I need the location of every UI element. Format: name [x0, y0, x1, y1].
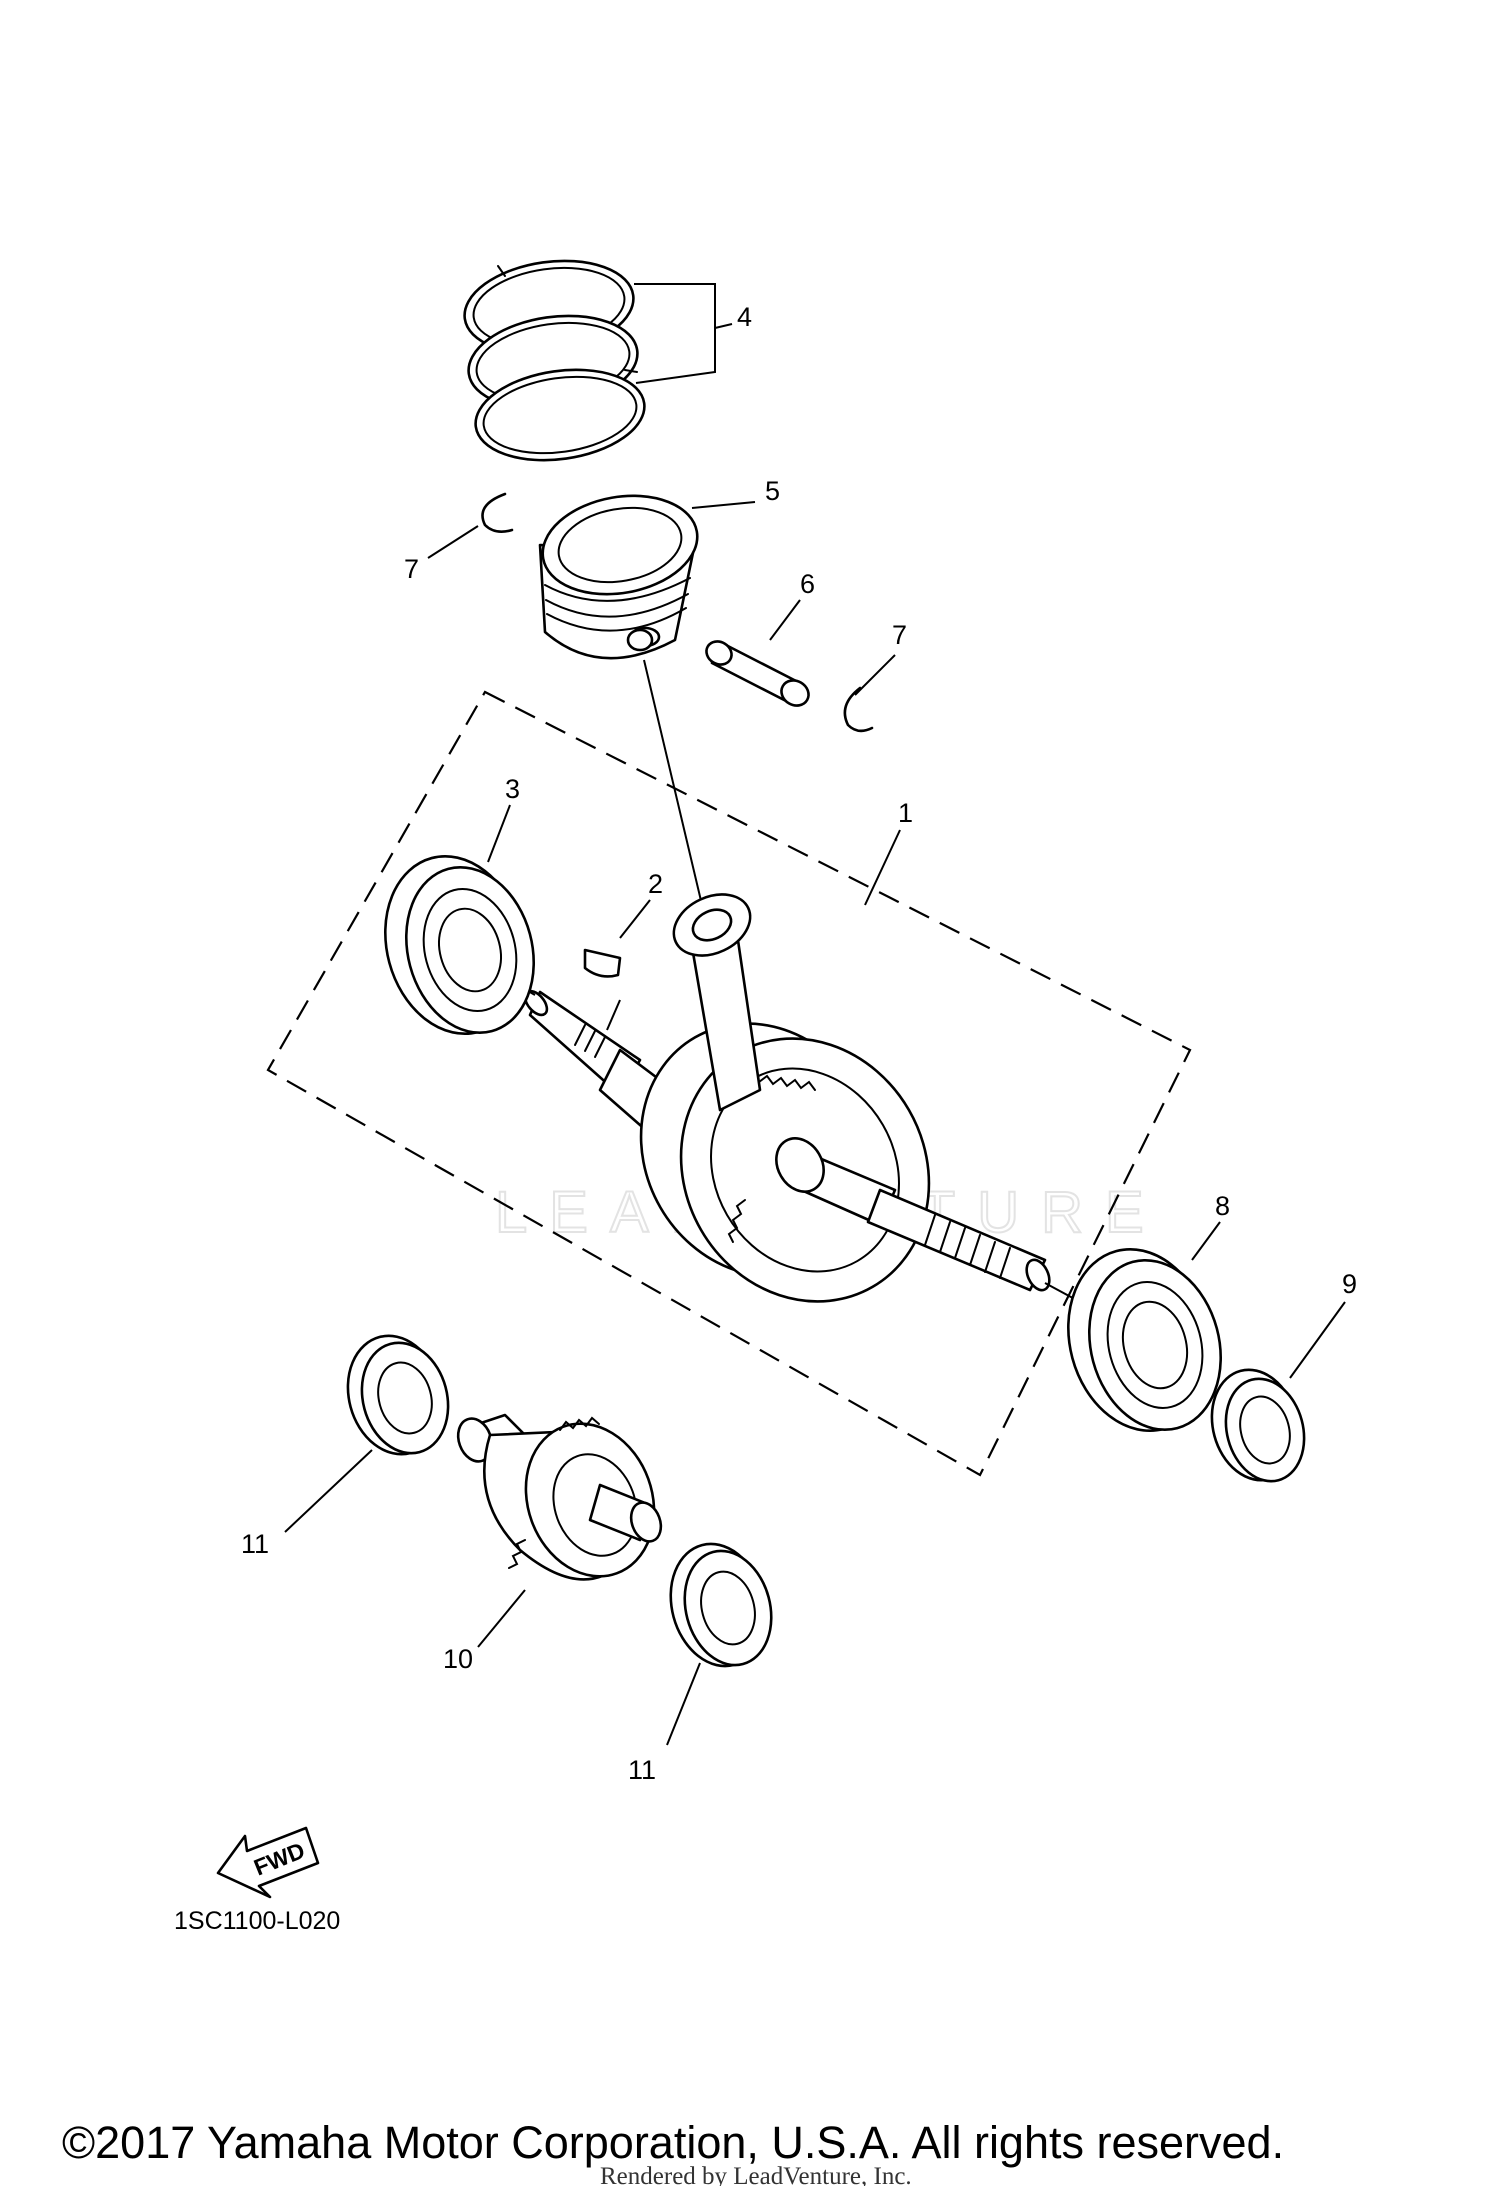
- leader-11b: [666, 1662, 701, 1746]
- oil-seal-part[interactable]: [1200, 1360, 1315, 1490]
- callout-7[interactable]: 7: [404, 554, 419, 584]
- leader-4: [714, 323, 733, 329]
- piston-pin-part[interactable]: [702, 637, 813, 710]
- leader-6: [769, 599, 801, 641]
- leader-key-axis: [606, 999, 621, 1031]
- woodruff-key-part[interactable]: [583, 948, 622, 978]
- bearing-left-part[interactable]: [366, 840, 552, 1049]
- bearing-balancer-upper-part[interactable]: [335, 1325, 460, 1465]
- leader-2: [619, 899, 651, 939]
- callout-2[interactable]: 2: [648, 869, 663, 899]
- leader-11a: [284, 1449, 373, 1533]
- callout-10[interactable]: 10: [443, 1644, 473, 1674]
- leader-rings-bracket: [634, 283, 716, 384]
- crankshaft-part[interactable]: [521, 883, 1054, 1347]
- callout-1[interactable]: 1: [898, 798, 913, 828]
- fwd-arrow-icon: FWD: [216, 1826, 320, 1899]
- leader-10: [477, 1589, 526, 1648]
- bearing-balancer-lower-part[interactable]: [658, 1533, 784, 1677]
- leader-7b: [854, 654, 896, 696]
- balancer-shaft-part[interactable]: [452, 1405, 674, 1594]
- crankshaft-assembly-outline: [266, 690, 1192, 1477]
- copyright-text: ©2017 Yamaha Motor Corporation, U.S.A. A…: [62, 2117, 1284, 2168]
- diagram-code: 1SC1100-L020: [174, 1907, 340, 1935]
- callout-9[interactable]: 9: [1342, 1269, 1357, 1299]
- callout-4[interactable]: 4: [737, 302, 752, 332]
- callout-11[interactable]: 11: [628, 1755, 656, 1785]
- piston-rings-part[interactable]: [459, 251, 651, 471]
- piston-part[interactable]: [535, 484, 705, 660]
- callout-3[interactable]: 3: [505, 774, 520, 804]
- leader-3: [487, 804, 511, 863]
- circlip-right-part[interactable]: [843, 686, 874, 733]
- callout-7[interactable]: 7: [892, 620, 907, 650]
- callout-8[interactable]: 8: [1215, 1191, 1230, 1221]
- leader-7a: [427, 525, 479, 559]
- leader-piston-conrod: [643, 659, 703, 906]
- leader-5: [691, 501, 756, 509]
- circlip-left-part[interactable]: [481, 492, 514, 533]
- callout-5[interactable]: 5: [765, 476, 780, 506]
- callout-11[interactable]: 11: [241, 1529, 269, 1559]
- callout-6[interactable]: 6: [800, 569, 815, 599]
- leader-1: [864, 829, 901, 906]
- bearing-right-part[interactable]: [1049, 1233, 1240, 1447]
- rendered-by-text: Rendered by LeadVenture, Inc.: [600, 2163, 912, 2186]
- leader-8: [1191, 1221, 1221, 1261]
- leader-9: [1289, 1301, 1346, 1379]
